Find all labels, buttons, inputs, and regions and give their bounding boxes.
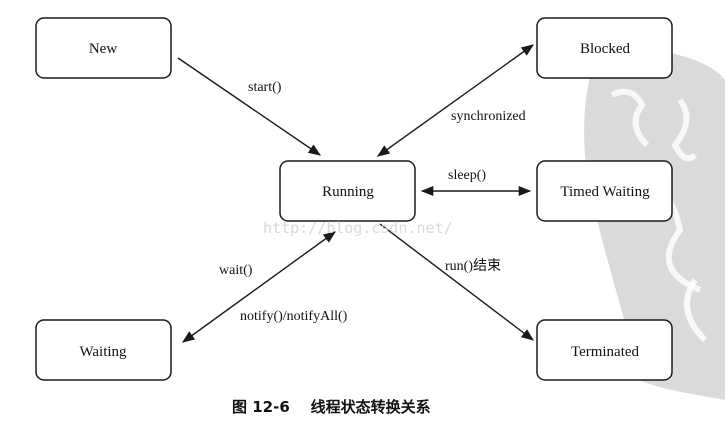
node-blocked-label: Blocked <box>580 41 630 57</box>
node-new: New <box>35 17 172 79</box>
node-running: Running <box>279 160 416 222</box>
edge-label-wait: wait() <box>219 263 253 278</box>
edge-running-blocked <box>376 44 535 157</box>
edge-running-waiting <box>181 231 337 343</box>
node-waiting-label: Waiting <box>79 344 127 360</box>
node-new-label: New <box>89 41 117 57</box>
node-terminated: Terminated <box>536 319 673 381</box>
node-timed-waiting-label: Timed Waiting <box>560 184 650 200</box>
edge-label-start: start() <box>248 80 282 95</box>
node-timed-waiting: Timed Waiting <box>536 160 673 222</box>
node-waiting: Waiting <box>35 319 172 381</box>
edge-label-synchronized: synchronized <box>451 109 526 124</box>
node-terminated-label: Terminated <box>571 344 640 360</box>
node-blocked: Blocked <box>536 17 673 79</box>
edge-new-running <box>177 57 322 156</box>
edge-running-terminated <box>379 223 535 341</box>
figure-caption: 图 12-6 线程状态转换关系 <box>232 398 431 416</box>
edge-label-run-end: run()结束 <box>445 258 501 274</box>
edge-label-notify: notify()/notifyAll() <box>240 309 348 324</box>
seal-stamp <box>584 49 725 400</box>
edge-label-sleep: sleep() <box>448 168 486 183</box>
watermark-url: http://blog.csdn.net/ <box>263 219 453 237</box>
node-running-label: Running <box>322 184 374 200</box>
